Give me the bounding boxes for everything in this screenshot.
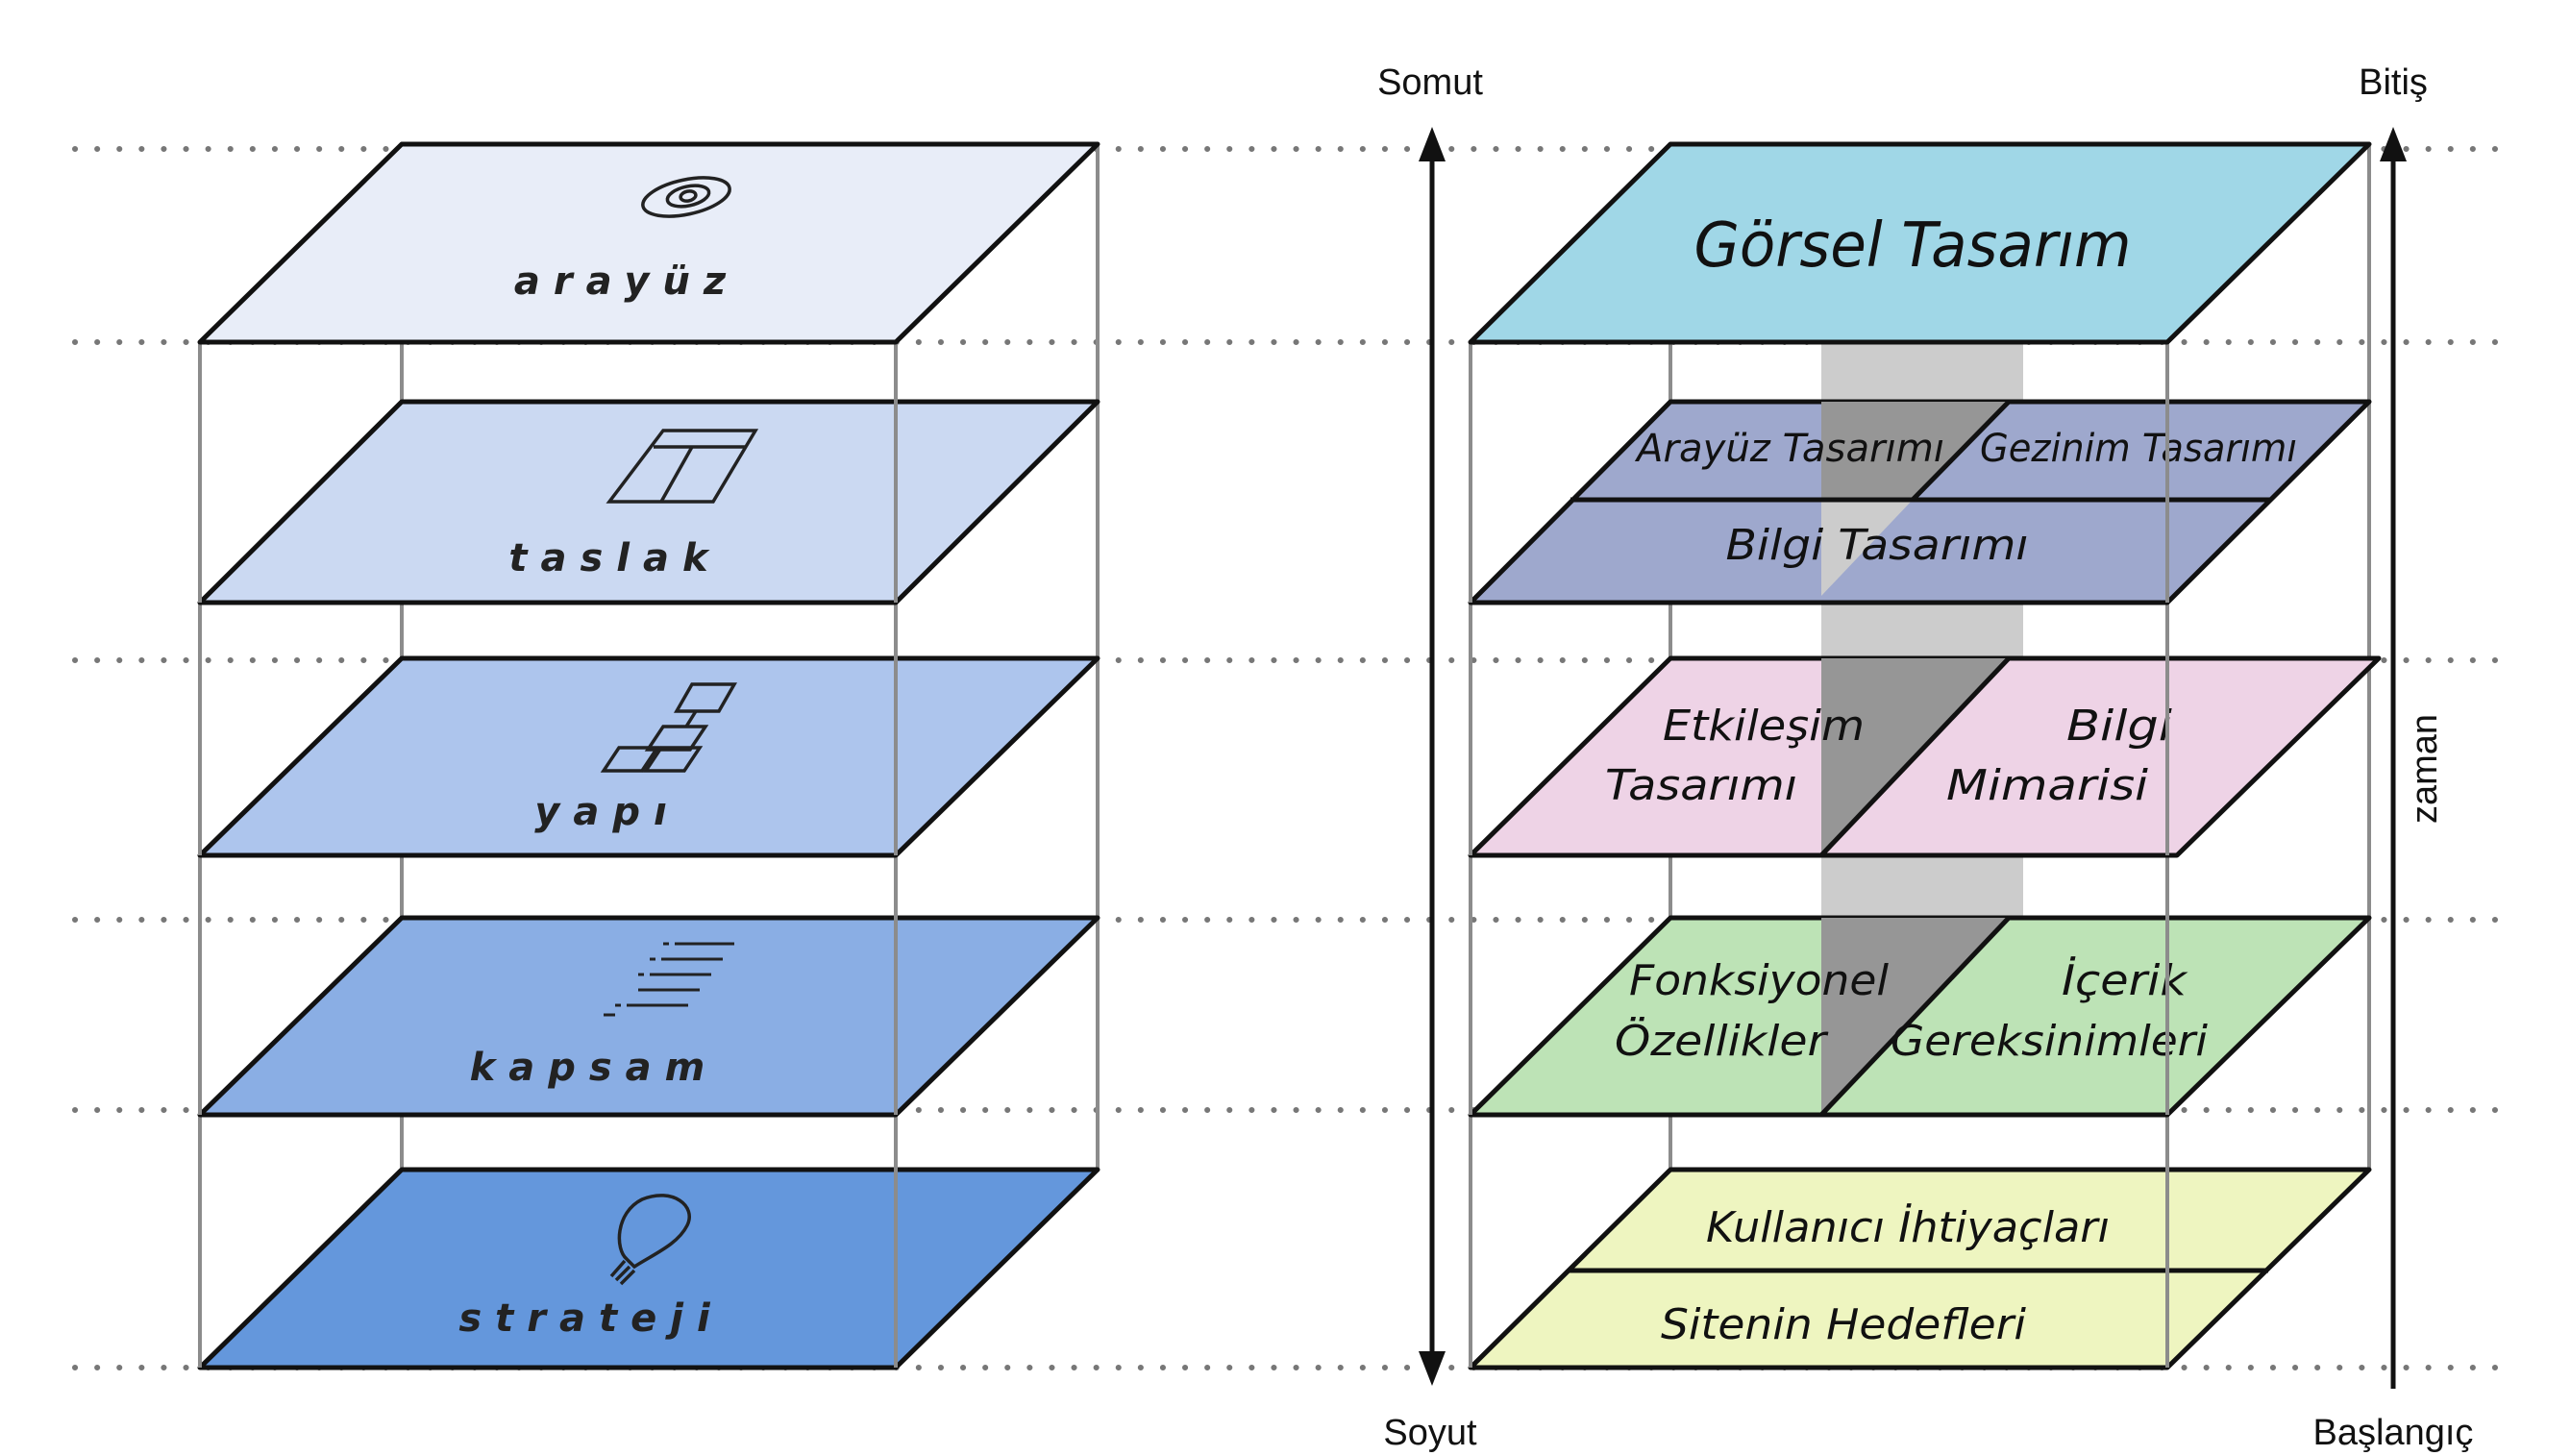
scope-divider [1819, 916, 2011, 1117]
layer-kapsam: kapsam [197, 915, 1100, 1118]
arrow-up-icon [2380, 127, 2407, 161]
layer-arayuz: arayüz [197, 141, 1100, 345]
layer-label-kapsam: kapsam [470, 1046, 719, 1090]
layer-label-yapi: yapı [534, 790, 680, 834]
band-skeleton-to-visual [1821, 342, 2023, 402]
layer-strateji: strateji [197, 1167, 1100, 1370]
skeleton-band-dark [1821, 402, 2009, 500]
visual-plane [1468, 141, 2372, 345]
left-posts-3-4 [198, 855, 898, 1115]
strategy-plane-group: Kullanıcı İhtiyaçları Sitenin Hedefleri [1468, 1167, 2372, 1370]
left-posts-2-3 [198, 603, 898, 855]
layer-yapi: yapı [197, 655, 1100, 858]
abstract-label: Soyut [1383, 1413, 1477, 1453]
concrete-label: Somut [1377, 62, 1483, 103]
info-arch-line2: Mimarisi [1946, 761, 2149, 810]
navigation-design-label: Gezinim Tasarımı [1980, 427, 2297, 471]
structure-plane-group: Etkileşim Tasarımı Bilgi Mimarisi [1468, 655, 2382, 858]
band-scope-to-structure [1821, 855, 2023, 918]
time-axis: Bitiş Başlangıç zaman [2313, 62, 2474, 1453]
abstract-concrete-axis: Somut Soyut [1377, 62, 1483, 1453]
arrow-down-icon [1419, 1351, 1446, 1386]
wireframe-icon [606, 429, 759, 504]
left-posts-1-2 [198, 342, 898, 603]
right-posts-4-5 [1469, 1115, 2169, 1368]
right-posts-2-3 [1469, 603, 2169, 855]
structure-plane [1468, 655, 2382, 858]
hierarchy-icon [600, 682, 738, 773]
list-icon [604, 942, 734, 1017]
arrow-up-icon [1419, 127, 1446, 161]
interaction-design-line2: Tasarımı [1605, 761, 1797, 810]
visual-plane-group: Görsel Tasarım [1468, 141, 2372, 345]
left-posts-4-5 [198, 1115, 898, 1368]
structure-divider [1819, 656, 2011, 857]
skeleton-band-light [1821, 500, 1913, 596]
layer-taslak: taslak [197, 399, 1100, 605]
left-stack: strateji kapsam [197, 141, 1100, 1370]
band-structure-to-skeleton [1821, 603, 2023, 658]
time-label: zaman [2405, 714, 2445, 824]
site-goals-label: Sitenin Hedefleri [1661, 1300, 2027, 1349]
dotted-guides [72, 146, 2516, 1370]
layer-label-arayuz: arayüz [514, 259, 739, 304]
interface-design-label: Arayüz Tasarımı [1634, 427, 1944, 471]
interaction-design-line1: Etkileşim [1663, 702, 1865, 751]
content-reqs-line2: Gereksinimleri [1891, 1017, 2209, 1066]
functional-specs-line2: Özellikler [1615, 1016, 1829, 1066]
end-label: Bitiş [2359, 62, 2428, 103]
plane-arayuz [197, 141, 1100, 345]
user-needs-label: Kullanıcı İhtiyaçları [1706, 1202, 2110, 1252]
info-arch-line1: Bilgi [2066, 702, 2173, 751]
functional-specs-line1: Fonksiyonel [1629, 956, 1890, 1005]
skeleton-plane-group: Arayüz Tasarımı Gezinim Tasarımı Bilgi T… [1468, 399, 2372, 605]
eye-icon [641, 176, 731, 218]
right-posts-3-4 [1469, 855, 2169, 1115]
scope-plane-group: Fonksiyonel Özellikler İçerik Gereksinim… [1468, 915, 2372, 1118]
right-stack: Kullanıcı İhtiyaçları Sitenin Hedefleri … [1468, 141, 2382, 1370]
information-design-label: Bilgi Tasarımı [1726, 521, 2029, 570]
layer-label-strateji: strateji [458, 1296, 723, 1341]
right-posts-1-2 [1469, 342, 2169, 603]
visual-design-label: Görsel Tasarım [1694, 210, 2132, 282]
start-label: Başlangıç [2313, 1413, 2474, 1453]
layer-label-taslak: taslak [508, 536, 721, 580]
skeleton-v-divider [1911, 400, 2011, 502]
lightbulb-icon [609, 1194, 691, 1286]
